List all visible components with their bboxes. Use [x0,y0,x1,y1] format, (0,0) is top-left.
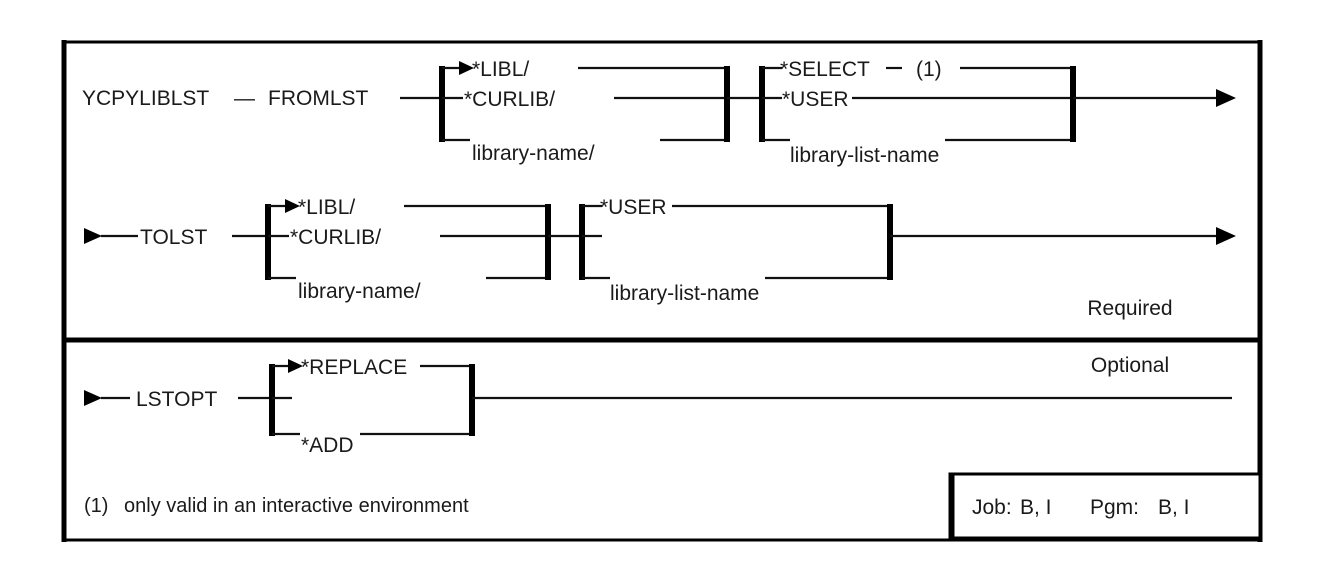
row-lstopt: LSTOPT *REPLACE *ADD [84,356,1232,457]
row-start-arrow-tolst [84,228,102,244]
group-fromlst-library: *LIBL/ *CURLIB/ library-name/ [439,58,730,165]
option-library-name: library-name/ [472,142,595,165]
option-curlib: *CURLIB/ [464,88,555,111]
row-tolst: TOLST *LIBL/ *CURLIB/ library-name/ [84,196,1236,305]
keyword-tolst: TOLST [140,226,207,249]
row-start-arrow-lstopt [84,390,102,406]
option-curlib-tolst: *CURLIB/ [290,226,381,249]
keyword-fromlst: FROMLST [268,87,369,110]
option-library-list-name-tolst: library-list-name [610,282,759,305]
pgm-label: Pgm: [1090,496,1139,519]
footnote-text: only valid in an interactive environment [124,495,469,517]
pgm-value: B, I [1158,496,1190,519]
row-end-arrow-fromlst [1216,89,1236,107]
levels-box: Job: B, I Pgm: B, I [948,472,1262,540]
option-library-name-tolst: library-name/ [298,280,421,303]
footnote-ref-select: (1) [916,58,942,81]
group-fromlst-list: *SELECT (1) *USER library-list-name [759,58,1076,167]
default-arrow-replace [288,359,303,373]
section-label-required: Required [1087,297,1172,320]
diagram-frame [61,40,1263,542]
option-user: *USER [782,88,849,111]
option-library-list-name: library-list-name [790,144,939,167]
command-dash: — [234,87,255,110]
option-add-text: *ADD [301,434,354,457]
keyword-lstopt: LSTOPT [136,388,217,411]
default-arrow-libl-tolst [285,199,300,213]
default-arrow-libl [459,61,474,75]
option-libl-tolst: *LIBL/ [298,196,355,219]
option-replace-text: *REPLACE [301,356,407,379]
group-lstopt-values: *REPLACE *ADD [269,356,475,457]
command-name: YCPYLIBLST [82,87,209,110]
option-libl: *LIBL/ [472,58,529,81]
group-tolst-list: *USER library-list-name [579,196,893,305]
row-end-arrow-tolst [1216,227,1236,245]
footnote-marker: (1) [84,495,108,517]
footnote: (1) only valid in an interactive environ… [84,495,469,517]
option-select: *SELECT [780,58,870,81]
job-value: B, I [1020,496,1052,519]
section-label-optional: Optional [1091,354,1169,377]
group-tolst-library: *LIBL/ *CURLIB/ library-name/ [265,196,551,303]
option-user-tolst: *USER [600,196,667,219]
job-label: Job: [972,496,1012,519]
row-fromlst: YCPYLIBLST — FROMLST *LIBL/ *CURLIB/ lib [82,58,1236,167]
